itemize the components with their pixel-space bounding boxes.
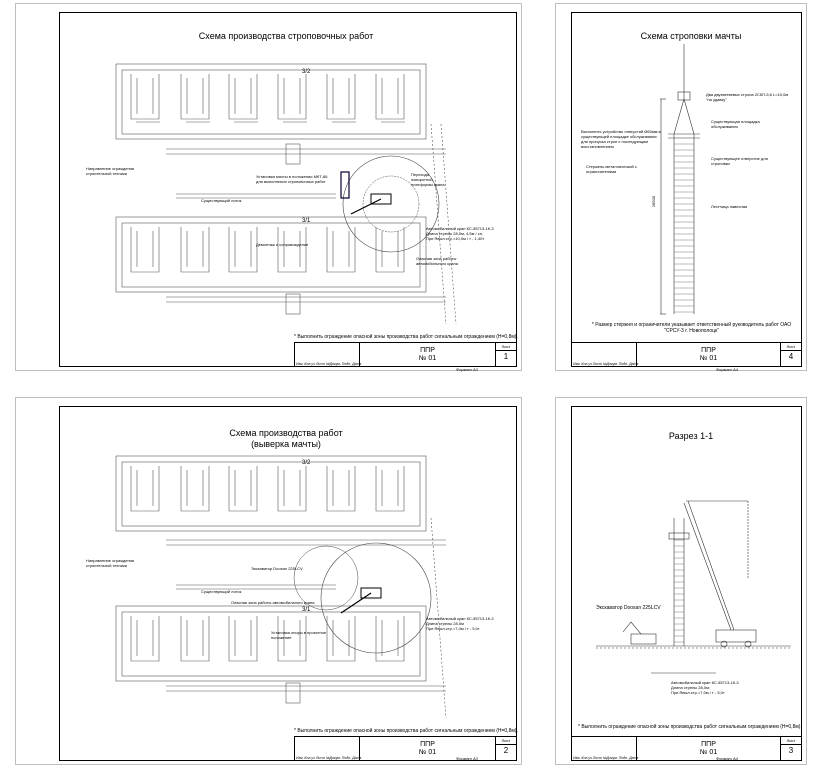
stamp-num: № 01 [418,355,437,362]
stamp-labels: Изм. Кол.уч Лист №Докум. Подп. Дата [573,362,639,366]
crane-reach-label: При Rвыл.стр.=7,0м / т - 5,0т [671,690,725,695]
sheet-1: Схема производства строповочных работ 3/… [15,3,522,372]
sheet-3-title: Разрез 1-1 [668,431,714,441]
sheet-2-title-line1: Схема производства работ [229,428,343,438]
stamp-list-label: Лист [781,343,801,351]
rod-label: Стержень металлический с ограничителями [586,164,637,174]
sheet-4-format: Формат А4 [716,367,738,372]
stamp-list-label: Лист [496,737,516,745]
zone-3-1-label: 3/1 [302,607,311,613]
stamp-code: ППР [701,347,716,354]
crane-reach-label: При Rвыл.стр.=7,0м / т - 5,0т [426,626,480,631]
sling-label: Два двухветвевых стропа 2СКП-5,6 L=10,0м… [706,92,789,102]
stamp-list-no: 4 [788,352,794,361]
stamp-list-label: Лист [781,737,801,745]
zone-3-2-label: 3/2 [302,460,311,466]
sheet-3-note: * Выполнить ограждение опасной зоны прои… [578,724,802,730]
sheet-1-drawing [115,63,457,325]
ladder-label: Лестница навесная [711,204,748,209]
sheet-4-title: Схема строповки мачты [640,31,742,41]
stamp-num: № 01 [699,355,718,362]
fence-label: Направление ограждения строительной техн… [86,558,135,568]
existing-lot-label: Существующий лоток [201,589,242,594]
zone-3-2-label: 3/2 [302,69,311,75]
stamp-labels: Изм. Кол.уч Лист №Докум. Подп. Дата [296,362,362,366]
zone-3-1-label: 3/1 [302,218,311,224]
sheet-2-frame [59,406,517,761]
crane-label: Автомобильный кран КС-55713-1К-3 [426,226,494,231]
sheet-1-format: Формат А3 [456,367,478,372]
stamp-list-label: Лист [496,343,516,351]
stamp-code: ППР [420,347,435,354]
mast-place-label: Установка мачты в положении МКТ-86 для в… [256,174,328,184]
sheet-2-format: Формат А3 [456,756,478,761]
dismantle-label: Демонтаж и сопровождение [256,242,309,247]
stamp-code: ППР [420,741,435,748]
sheet-1-note: * Выполнить ограждение опасной зоны прои… [294,334,518,340]
sheet-1-frame [59,12,517,367]
sheet-4: Схема строповки мачты 28500 Два двухветв… [555,3,807,372]
sheet-3-drawing [596,500,791,674]
cross-tent-label: Перехода поворотной платформы крана [411,172,445,187]
sheet-3-format: Формат А4 [716,756,738,761]
stamp-list-no: 3 [788,746,794,755]
install-label: Установка опоры в проектное положение [271,630,327,640]
stamp-num: № 01 [699,749,718,756]
danger-zone-label: Опасная зона работы автомобильного крана [416,256,458,266]
stamp-labels: Изм. Кол.уч Лист №Докум. Подп. Дата [573,756,639,760]
crane-len-label: Длина стрелы 28,0м; 4,5м / сп. [426,231,483,236]
crane-len-label: Длина стрелы 28,0м [426,621,464,626]
sheet-1-title: Схема производства строповочных работ [198,31,374,41]
stamp-labels: Изм. Кол.уч Лист №Докум. Подп. Дата [296,756,362,760]
crane-reach-label: При Rвыл.стр.=10,0м / т - 1,40т [426,236,485,241]
existing-lot-label: Существующий лоток [201,198,242,203]
holes-label: Выполнить устройство отверстий Ø60мм в с… [581,129,661,149]
sheet-2: Схема производства работ (выверка мачты)… [15,397,522,765]
crane-len-label: Длина стрелы 28,0м; [671,685,710,690]
opening-label: Существующее отверстие для строповки [711,156,768,166]
stamp-code: ППР [701,741,716,748]
height-dim: 28500 [651,195,657,208]
stamp-num: № 01 [418,749,437,756]
excavator-label: Экскаватор Doosan 225LCV [251,566,303,571]
crane-label: Автомобильный кран КС-55713-1К-3 [426,616,494,621]
sheet-2-title-line2: (выверка мачты) [251,439,321,449]
sheet-3: Разрез 1-1 Экскаватор Doosan 225LCV Авто… [555,397,807,765]
fence-label: Направление ограждения строительной техн… [86,166,135,176]
stamp-list-no: 1 [503,352,509,361]
platform-label: Существующая площадка обслуживания [711,119,760,129]
sheet-2-note: * Выполнить ограждение опасной зоны прои… [294,728,518,734]
stamp-list-no: 2 [503,746,509,755]
sheet-2-drawing [115,455,447,719]
sheet-4-drawing [660,44,700,315]
sheet-4-note: * Размер стержня и ограничители указывае… [591,322,792,334]
crane-label: Автомобильный кран КС-55713-1К-3 [671,680,739,685]
danger-zone-label: Опасная зона работы автомобильного крана [231,600,315,605]
excavator-label: Экскаватор Doosan 225LCV [596,605,661,611]
